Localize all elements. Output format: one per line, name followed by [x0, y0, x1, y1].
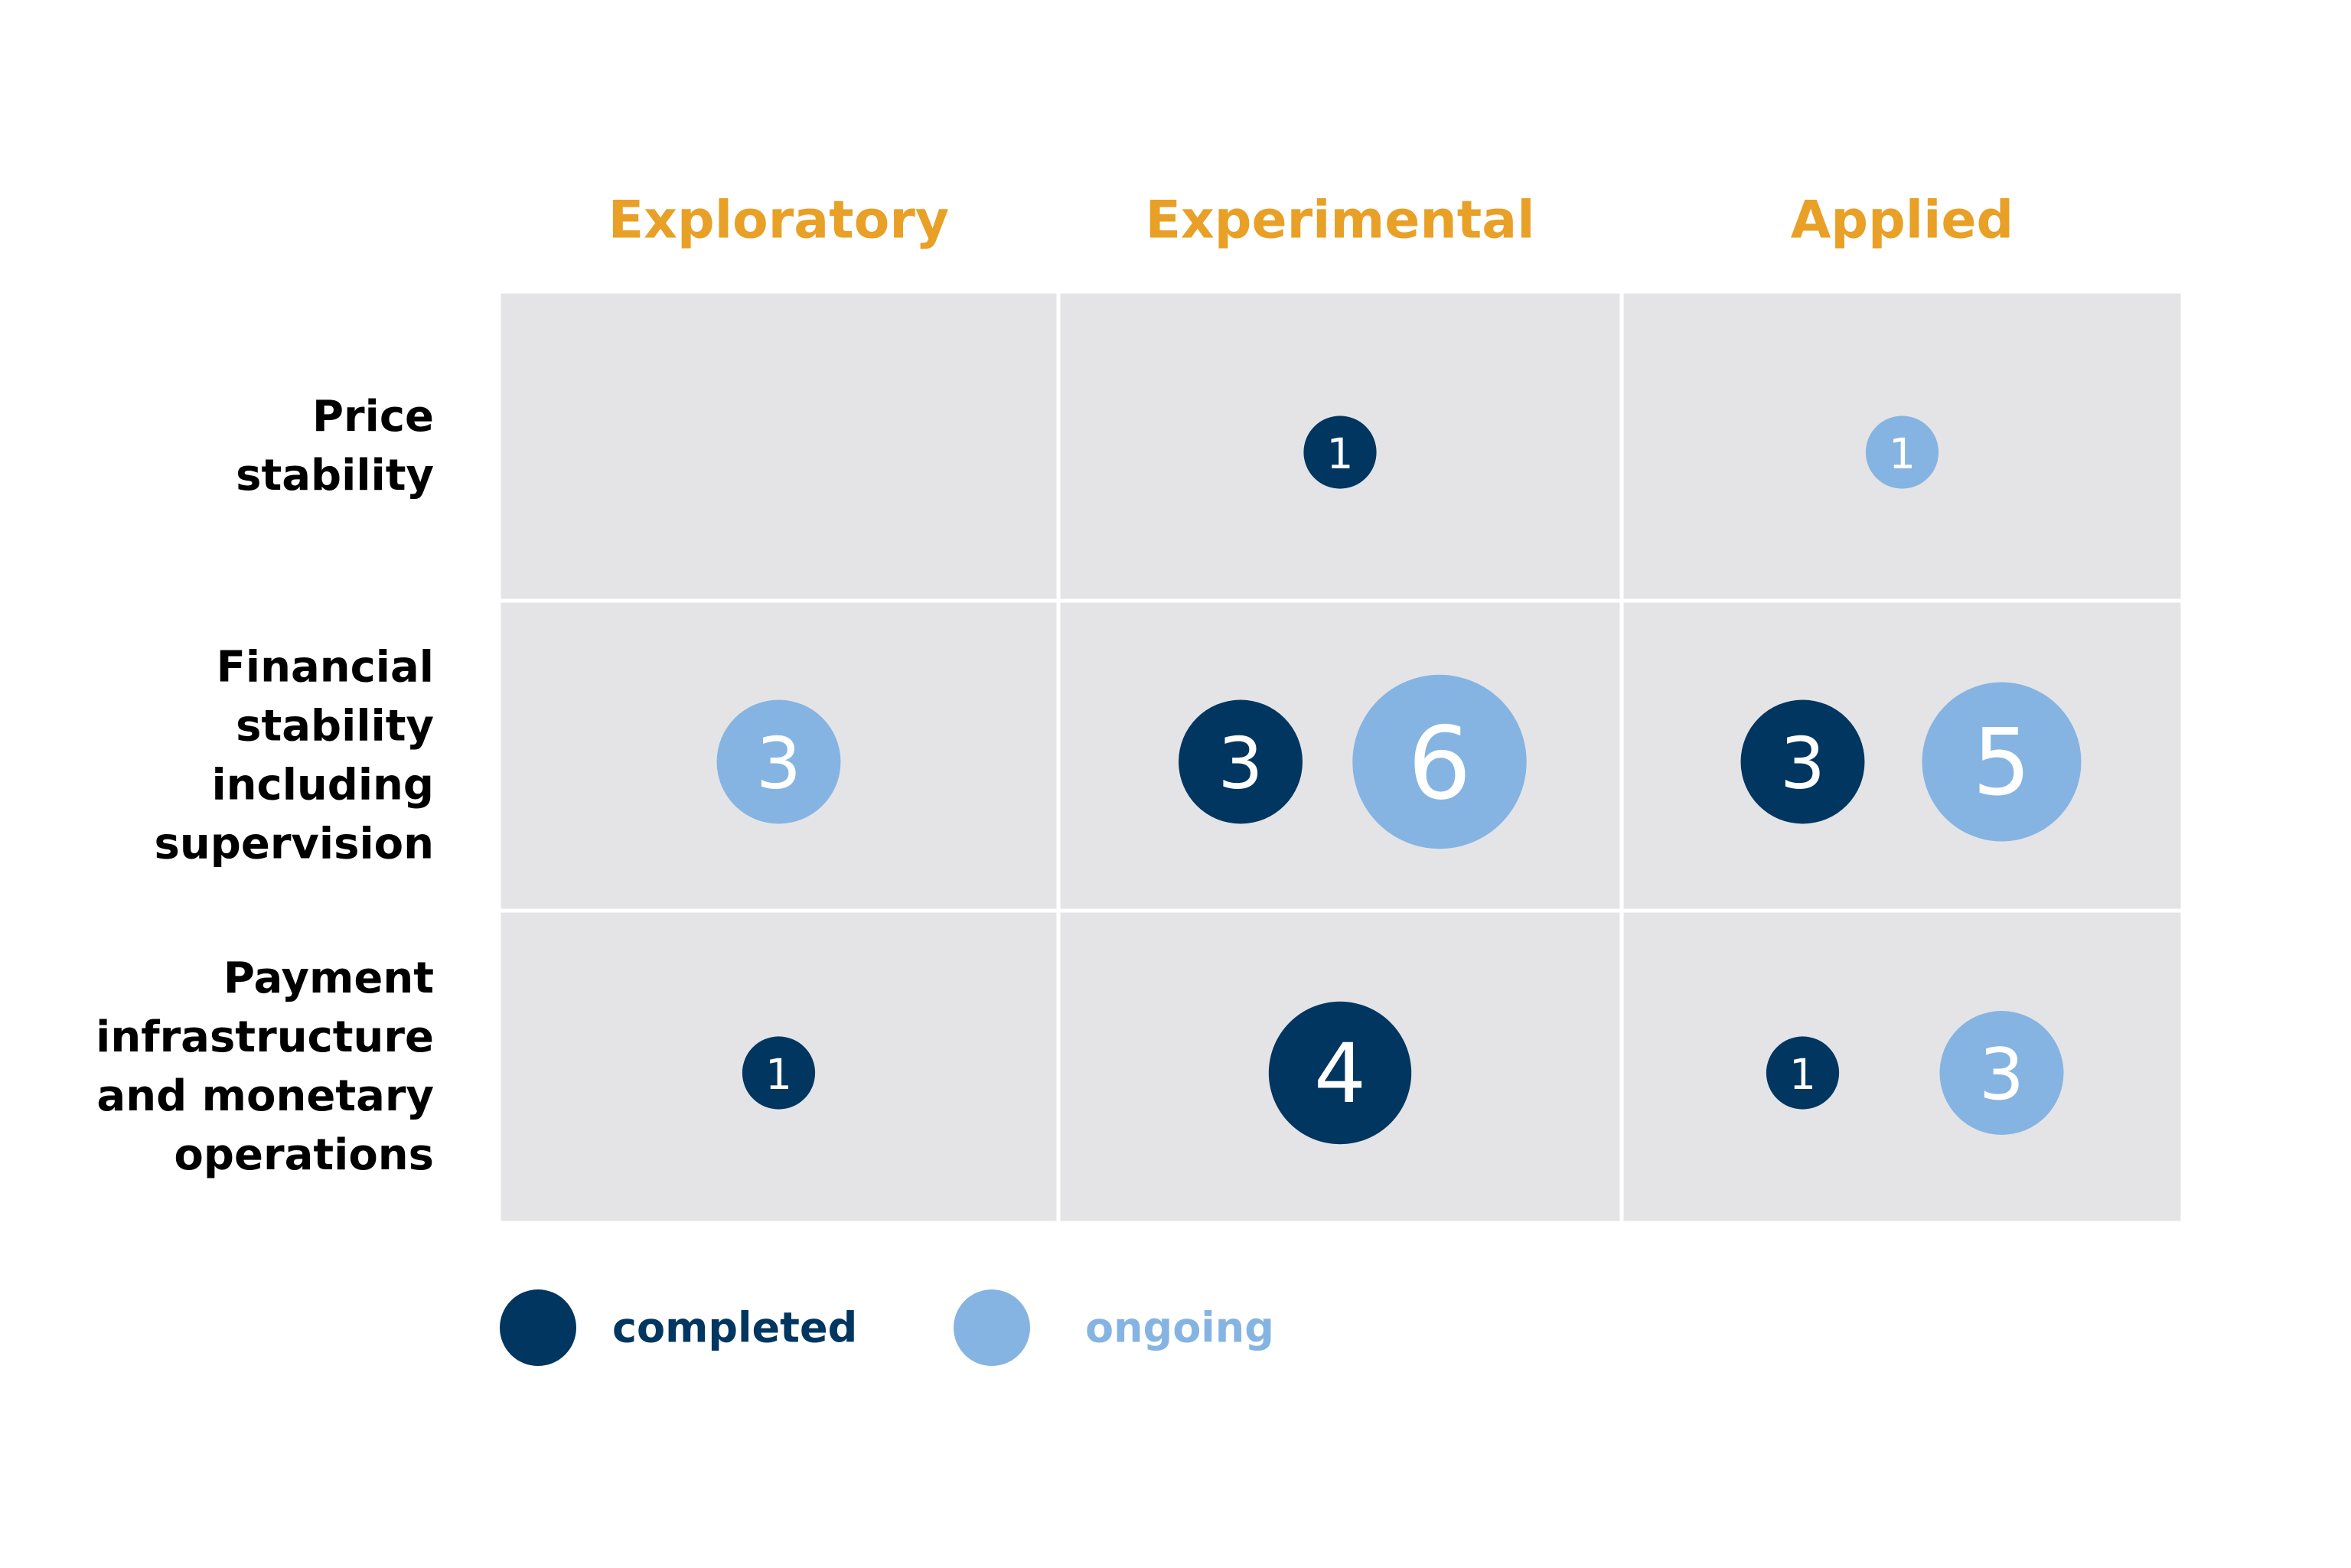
bubble-ongoing-2-2 — [1939, 1011, 2064, 1135]
column-labels: Exploratory Experimental Applied — [608, 191, 2014, 251]
row-label-2-line-0: Payment — [223, 954, 434, 1003]
grid-cells — [497, 289, 2185, 1225]
bubble-value-completed-1-2: 3 — [1780, 722, 1825, 805]
row-label-1-line-2: including — [211, 761, 434, 810]
row-label-2-line-1: infrastructure — [96, 1012, 434, 1062]
bubbles: 1 1 3 3 6 3 5 1 4 1 3 — [716, 416, 2082, 1145]
grid-cell-1-1 — [1056, 598, 1624, 913]
bubble-completed-2-2 — [1766, 1036, 1840, 1110]
column-label-0: Exploratory — [608, 191, 950, 251]
row-label-0-line-0: Price — [312, 392, 434, 442]
legend-swatch-ongoing — [954, 1289, 1030, 1366]
bubble-value-completed-1-1: 3 — [1218, 722, 1263, 805]
bubble-completed-2-0 — [742, 1036, 816, 1110]
grid-cell-1-2 — [1619, 598, 2185, 913]
bubble-completed-2-1 — [1268, 1001, 1412, 1145]
bubble-value-ongoing-2-2: 3 — [1979, 1033, 2024, 1116]
bubble-value-completed-2-1: 4 — [1314, 1027, 1366, 1122]
bubble-value-ongoing-1-2: 5 — [1972, 710, 2030, 817]
bubble-completed-1-1 — [1179, 699, 1303, 824]
bubble-ongoing-1-0 — [716, 699, 841, 824]
bubble-ongoing-1-1 — [1352, 674, 1527, 849]
bubble-completed-0-1 — [1303, 416, 1377, 489]
row-label-1-line-1: stability — [236, 702, 434, 751]
row-labels: PricestabilityFinancialstabilityincludin… — [96, 392, 434, 1180]
column-label-1: Experimental — [1145, 191, 1534, 251]
bubble-value-ongoing-0-2: 1 — [1889, 429, 1916, 478]
legend-label-ongoing: ongoing — [1085, 1304, 1274, 1352]
bubble-value-ongoing-1-0: 3 — [756, 722, 801, 805]
row-label-1-line-3: supervision — [155, 820, 434, 869]
legend-swatch-completed — [500, 1289, 576, 1366]
column-label-2: Applied — [1791, 191, 2014, 251]
row-label-2-line-3: operations — [174, 1130, 434, 1180]
bubble-value-ongoing-1-1: 6 — [1407, 705, 1471, 822]
bubble-completed-1-2 — [1740, 699, 1865, 824]
grid-cell-2-2 — [1619, 908, 2185, 1225]
row-label-1-line-0: Financial — [217, 643, 434, 693]
legend: completed ongoing — [500, 1289, 1274, 1366]
grid-cell-0-0 — [497, 289, 1061, 603]
legend-label-completed: completed — [612, 1304, 857, 1352]
bubble-value-completed-2-2: 1 — [1789, 1050, 1816, 1099]
row-label-2-line-2: and monetary — [96, 1071, 434, 1121]
bubble-ongoing-0-2 — [1865, 416, 1939, 489]
bubble-ongoing-1-2 — [1922, 682, 2082, 842]
row-label-0-line-1: stability — [236, 451, 434, 500]
bubble-value-completed-0-1: 1 — [1327, 429, 1354, 478]
bubble-value-completed-2-0: 1 — [765, 1050, 792, 1099]
